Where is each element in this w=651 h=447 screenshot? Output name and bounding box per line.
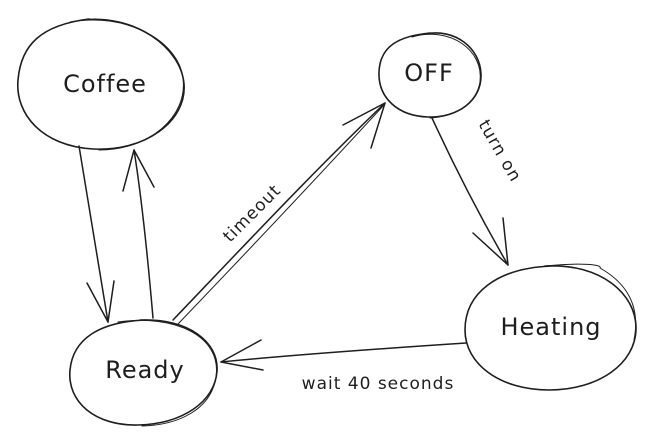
- edge-ready-to-coffee[interactable]: [122, 149, 155, 319]
- edge-heating-to-ready[interactable]: wait 40 seconds: [220, 339, 467, 394]
- state-ready-ellipse-stroke: [117, 319, 217, 427]
- edge-heating-to-ready-line: [220, 342, 467, 363]
- edge-off-to-heating[interactable]: turn on: [431, 117, 526, 266]
- state-ready[interactable]: Ready: [69, 319, 218, 427]
- state-off[interactable]: OFF: [378, 32, 482, 119]
- state-heating-ellipse-stroke: [519, 263, 637, 341]
- state-heating-ellipse: [464, 265, 637, 391]
- edge-ready-to-coffee-line: [133, 149, 154, 319]
- edge-heating-to-ready-arrowhead: [220, 339, 264, 371]
- state-off-ellipse: [378, 32, 482, 118]
- edge-coffee-to-ready[interactable]: [78, 145, 115, 323]
- edge-coffee-to-ready-line: [78, 145, 109, 323]
- state-off-ellipse-stroke: [411, 33, 481, 119]
- state-ready-label: Ready: [105, 356, 185, 384]
- edge-label-turn-on: turn on: [474, 117, 526, 186]
- edge-label-wait: wait 40 seconds: [302, 374, 455, 394]
- edge-off-to-heating-arrowhead: [472, 217, 509, 266]
- edge-ready-to-off-line-stroke: [177, 105, 384, 325]
- edge-ready-to-off[interactable]: timeout: [172, 102, 386, 325]
- edge-ready-to-coffee-arrowhead: [122, 149, 155, 192]
- state-coffee[interactable]: Coffee: [17, 18, 185, 151]
- edge-ready-to-off-line: [172, 102, 386, 321]
- state-heating[interactable]: Heating: [464, 263, 637, 391]
- edge-ready-to-off-arrowhead: [342, 102, 386, 149]
- state-coffee-ellipse: [17, 18, 185, 150]
- edge-coffee-to-ready-arrowhead: [86, 280, 115, 323]
- state-heating-label: Heating: [500, 313, 601, 341]
- state-off-label: OFF: [404, 59, 454, 87]
- state-ready-ellipse: [69, 319, 218, 426]
- edge-off-to-heating-line: [431, 117, 509, 266]
- state-coffee-label: Coffee: [63, 70, 147, 98]
- state-coffee-ellipse-stroke: [69, 19, 184, 151]
